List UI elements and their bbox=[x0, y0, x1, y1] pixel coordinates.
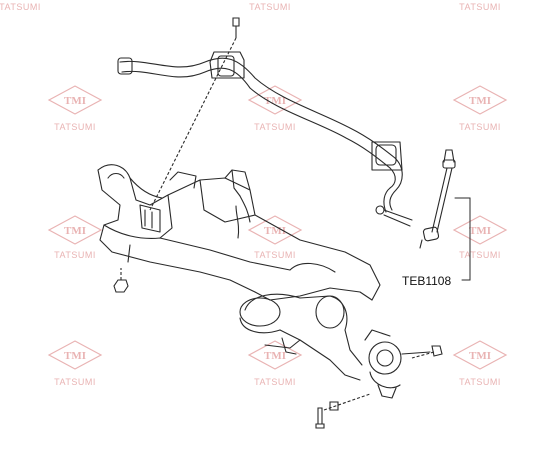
watermark-brand-text: TATSUMI bbox=[0, 2, 41, 12]
watermark-logo-text: TMI bbox=[469, 350, 491, 362]
watermark-logo: TMI bbox=[47, 85, 103, 115]
subframe-nut bbox=[113, 268, 129, 293]
watermark-brand-text: TATSUMI bbox=[459, 250, 501, 260]
watermark-brand-text: TATSUMI bbox=[459, 2, 501, 12]
watermark-logo: TMI bbox=[47, 215, 103, 245]
watermark-brand-text: TATSUMI bbox=[254, 377, 296, 387]
watermark-logo-text: TMI bbox=[469, 95, 491, 107]
stabilizer-link bbox=[419, 149, 471, 281]
stabilizer-bar bbox=[117, 51, 413, 227]
watermark-logo-text: TMI bbox=[264, 95, 286, 107]
watermark-brand-text: TATSUMI bbox=[54, 377, 96, 387]
watermark-brand-text: TATSUMI bbox=[459, 122, 501, 132]
upper-bolt bbox=[149, 17, 240, 211]
watermark-brand-text: TATSUMI bbox=[459, 377, 501, 387]
watermark-logo-text: TMI bbox=[264, 350, 286, 362]
watermark-logo: TMI bbox=[452, 340, 508, 370]
lower-bolt bbox=[315, 393, 371, 429]
lower-control-arm bbox=[239, 293, 431, 399]
watermark-logo: TMI bbox=[47, 340, 103, 370]
watermark-brand-text: TATSUMI bbox=[249, 2, 291, 12]
watermark-logo: TMI bbox=[452, 85, 508, 115]
watermark-logo-text: TMI bbox=[469, 225, 491, 237]
watermark-brand-text: TATSUMI bbox=[254, 250, 296, 260]
watermark-logo-text: TMI bbox=[64, 350, 86, 362]
watermark-logo: TMI bbox=[247, 85, 303, 115]
watermark-logo-text: TMI bbox=[64, 95, 86, 107]
knuckle-bolt bbox=[411, 345, 443, 359]
part-number-label: TEB1108 bbox=[402, 274, 451, 288]
watermark-logo-text: TMI bbox=[64, 225, 86, 237]
watermark-layer: TMI TMI TMI TMI TMI TMI TMI TMI TMI TATSUMI TATSUM… bbox=[0, 2, 508, 387]
watermark-brand-text: TATSUMI bbox=[254, 122, 296, 132]
watermark-brand-text: TATSUMI bbox=[54, 250, 96, 260]
subframe bbox=[97, 164, 381, 301]
watermark-logo: TMI bbox=[247, 215, 303, 245]
watermark-brand-text: TATSUMI bbox=[54, 122, 96, 132]
watermark-logo-text: TMI bbox=[264, 225, 286, 237]
watermark-logo: TMI bbox=[452, 215, 508, 245]
